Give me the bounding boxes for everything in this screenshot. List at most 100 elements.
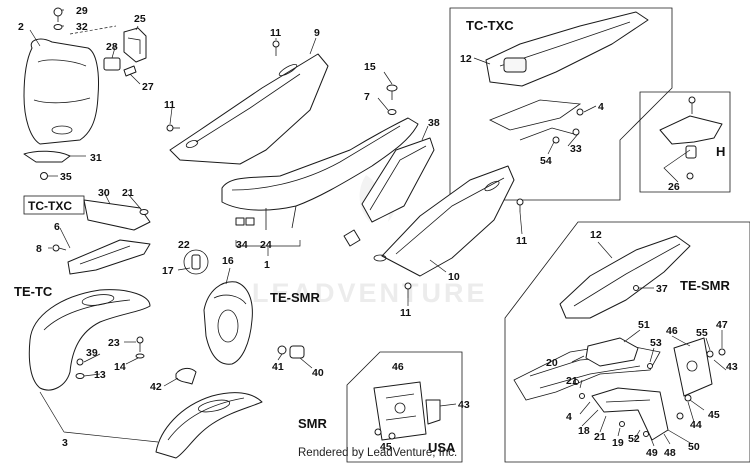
- footer-credit: Rendered by LeadVenture, Inc.: [298, 447, 457, 459]
- te-tc-label: TE-TC: [14, 284, 53, 299]
- callout-28: 28: [106, 41, 118, 53]
- callout-40: 40: [312, 367, 324, 379]
- callout-45-usa: 45: [380, 441, 392, 453]
- te-smr-rear-frame: [504, 221, 750, 463]
- headlight-mask-16-part: [203, 281, 253, 365]
- usa-plate-bracket-part: [373, 381, 441, 441]
- washer-32-part: [53, 24, 63, 30]
- clip-34-part: [235, 217, 255, 226]
- bracket-25-part: [123, 27, 147, 63]
- callout-4-rear: 4: [566, 411, 572, 423]
- rear-hardware-parts: [573, 285, 726, 437]
- tc-txc-left-label: TC-TXC: [28, 199, 72, 213]
- callout-15: 15: [364, 61, 376, 73]
- callout-numbers: 29 32 2 28 25 27 31 35 11 9 11 15 7 38 1…: [18, 5, 738, 459]
- callout-35: 35: [60, 171, 72, 183]
- callout-8: 8: [36, 243, 42, 255]
- tc-txc-rear-fender-part: [485, 11, 649, 87]
- screw-11-bottom-part: [404, 282, 412, 298]
- callout-44: 44: [690, 419, 702, 431]
- callout-30: 30: [98, 187, 110, 199]
- screw-29-part: [53, 7, 63, 22]
- callout-48: 48: [664, 447, 676, 459]
- bracket-28-part: [103, 57, 121, 71]
- te-smr-rear-fender-part: [559, 235, 691, 319]
- callout-50: 50: [688, 441, 700, 453]
- callout-21-rear-a: 21: [566, 375, 578, 387]
- callout-38: 38: [428, 117, 440, 129]
- h-variant-frame: [639, 91, 731, 193]
- callout-27: 27: [142, 81, 154, 93]
- tc-txc-label-box: [23, 195, 85, 215]
- callout-11-bottom: 11: [400, 307, 411, 319]
- callout-2: 2: [18, 21, 24, 33]
- right-side-panel-10-part: [373, 165, 515, 277]
- front-number-plate-part: [23, 25, 117, 145]
- callout-26: 26: [668, 181, 680, 193]
- screw-11-right-part: [516, 198, 524, 212]
- seat-part: [221, 117, 419, 230]
- callout-42: 42: [150, 381, 162, 393]
- washer-7-part: [387, 109, 397, 115]
- callout-54: 54: [540, 155, 552, 167]
- seat-bracket-1-leader: [235, 240, 301, 256]
- callout-51: 51: [638, 319, 650, 331]
- screw-11-top-part: [272, 40, 280, 56]
- clip-part: [343, 229, 361, 247]
- callout-34: 34: [236, 239, 248, 251]
- clamp-42-part: [175, 367, 197, 385]
- callout-43-usa: 43: [458, 399, 470, 411]
- callout-1: 1: [264, 259, 270, 271]
- callout-43-rear: 43: [726, 361, 738, 373]
- screw-11-left-part: [166, 124, 180, 132]
- callout-23: 23: [108, 337, 120, 349]
- callout-21-left: 21: [122, 187, 134, 199]
- bulb-socket-22-part: [183, 249, 209, 275]
- callout-31: 31: [90, 152, 102, 164]
- callout-12-rear: 12: [590, 229, 602, 241]
- tc-txc-subframe-part: [489, 99, 582, 141]
- strap-31-part: [23, 150, 71, 163]
- bracket-6-part: [67, 239, 151, 275]
- callout-24: 24: [260, 239, 272, 251]
- te-smr-right-label: TE-SMR: [680, 278, 730, 293]
- watermark-text: LEADVENTURE: [252, 278, 488, 308]
- washer-21-part: [139, 209, 149, 215]
- callout-7: 7: [364, 91, 370, 103]
- callout-10: 10: [448, 271, 460, 283]
- callout-49: 49: [646, 447, 658, 459]
- clip-40-part: [289, 345, 305, 359]
- callout-25: 25: [134, 13, 146, 25]
- callout-20: 20: [546, 357, 558, 369]
- callout-46-usa: 46: [392, 361, 404, 373]
- bolt-14-part: [135, 353, 145, 359]
- callout-13: 13: [94, 369, 106, 381]
- callout-33: 33: [570, 143, 582, 155]
- h-label: H: [716, 144, 725, 159]
- callout-29: 29: [76, 5, 88, 17]
- smr-label: SMR: [298, 416, 328, 431]
- callout-16: 16: [222, 255, 234, 267]
- callout-53: 53: [650, 337, 662, 349]
- callout-4-top: 4: [598, 101, 604, 113]
- plate-holder-46-part: [673, 337, 713, 397]
- te-smr-center-label: TE-SMR: [270, 290, 320, 305]
- callout-52: 52: [628, 433, 640, 445]
- callout-6: 6: [54, 221, 60, 233]
- callout-3: 3: [62, 437, 68, 449]
- screw-39-part: [76, 358, 84, 366]
- callout-9: 9: [314, 27, 320, 39]
- bracket-51-part: [585, 337, 639, 367]
- callout-47: 47: [716, 319, 728, 331]
- callout-41: 41: [272, 361, 284, 373]
- callout-18: 18: [578, 425, 590, 437]
- callout-19: 19: [612, 437, 624, 449]
- washer-13-part: [75, 373, 85, 379]
- callout-11-left: 11: [164, 99, 175, 111]
- callout-12-top: 12: [460, 53, 472, 65]
- usa-variant-frame: [346, 351, 463, 463]
- fastener-15-part: [386, 84, 398, 100]
- callout-11-top: 11: [270, 27, 281, 39]
